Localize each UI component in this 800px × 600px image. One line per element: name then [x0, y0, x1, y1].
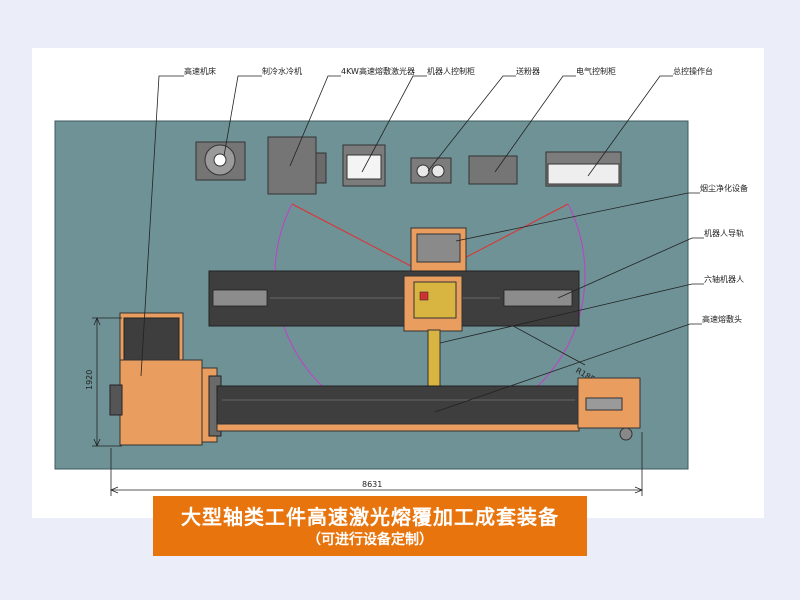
- label-powder-feeder: 送粉器: [516, 66, 540, 76]
- robot-control-cabinet: [342, 144, 386, 187]
- label-machine-bed: 高速机床: [184, 66, 216, 76]
- title-banner: 大型轴类工件高速激光熔覆加工成套装备 （可进行设备定制）: [153, 496, 587, 556]
- master-console: [545, 151, 622, 187]
- height-dimension-lines: [92, 316, 122, 448]
- label-robot-rail: 机器人导轨: [704, 228, 744, 238]
- label-dust-purifier: 烟尘净化设备: [700, 183, 748, 193]
- label-robot-cabinet: 机器人控制柜: [427, 66, 475, 76]
- powder-feeder: [410, 157, 452, 184]
- label-laser: 4KW高速熔敷激光器: [341, 66, 415, 76]
- water-chiller: [195, 141, 246, 181]
- banner-title: 大型轴类工件高速激光熔覆加工成套装备: [181, 505, 559, 529]
- banner-subtitle: （可进行设备定制）: [307, 532, 433, 548]
- label-six-axis-robot: 六轴机器人: [704, 274, 744, 284]
- label-console: 总控操作台: [673, 66, 713, 76]
- dust-purifier: [410, 227, 467, 279]
- laser-unit: [267, 136, 327, 195]
- width-dimension-lines: [109, 432, 644, 496]
- leader-lines: [140, 75, 704, 413]
- robot-rail: [208, 270, 580, 327]
- electric-control-cabinet: [468, 155, 518, 185]
- label-electric-cabinet: 电气控制柜: [576, 66, 616, 76]
- label-cladding-head: 高速熔敷头: [702, 314, 742, 324]
- width-dimension: 8631: [362, 480, 382, 489]
- safety-line-left: [291, 203, 431, 277]
- height-dimension: 1920: [85, 370, 94, 390]
- machine-bed: [109, 312, 641, 446]
- label-water-chiller: 制冷水冷机: [262, 66, 302, 76]
